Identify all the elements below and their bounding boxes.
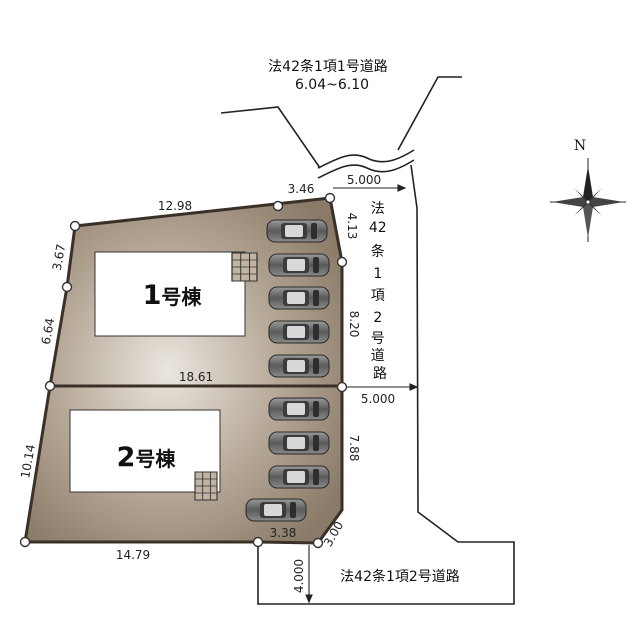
dim-north-west: 12.98 bbox=[158, 199, 192, 213]
road-lines bbox=[220, 76, 515, 605]
dim-middle-divider: 18.61 bbox=[179, 370, 213, 384]
car-icon bbox=[266, 219, 328, 243]
dim-south-road-width: 4.000 bbox=[292, 559, 306, 593]
house-1-stair bbox=[231, 252, 258, 282]
top-road-width: 6.04~6.10 bbox=[295, 77, 369, 93]
survey-points bbox=[19, 192, 348, 549]
survey-point bbox=[336, 256, 348, 268]
car-icon bbox=[268, 465, 330, 489]
survey-point bbox=[336, 381, 348, 393]
survey-point bbox=[272, 200, 284, 212]
dimension-labels: 12.98 3.46 5.000 4.13 3.67 6.64 8.20 18.… bbox=[18, 173, 395, 593]
car-icon bbox=[268, 253, 330, 277]
dim-east-upper: 4.13 bbox=[345, 213, 359, 240]
top-road-break-2 bbox=[317, 159, 415, 179]
car-icon bbox=[268, 431, 330, 455]
survey-point bbox=[324, 192, 336, 204]
house-1-footprint bbox=[94, 251, 246, 337]
dim-west-upper-b: 6.64 bbox=[39, 317, 57, 346]
east-road-outline bbox=[257, 164, 515, 605]
house-2-stair bbox=[194, 471, 218, 501]
car-icon bbox=[268, 286, 330, 310]
car-icon bbox=[268, 354, 330, 378]
survey-point bbox=[252, 536, 264, 548]
dim-top-road-width: 5.000 bbox=[347, 173, 381, 187]
car-icon bbox=[268, 397, 330, 421]
compass-icon bbox=[550, 158, 626, 242]
survey-point bbox=[312, 537, 324, 549]
survey-point bbox=[69, 220, 81, 232]
survey-point bbox=[61, 281, 73, 293]
survey-point bbox=[44, 380, 56, 392]
car-icon bbox=[268, 320, 330, 344]
dim-corner-cut-a: 3.38 bbox=[270, 526, 297, 540]
house-2-label: 2号棟 bbox=[117, 442, 177, 473]
dim-south-edge: 14.79 bbox=[116, 548, 150, 562]
north-label: N bbox=[574, 138, 586, 154]
south-road-label: 法42条1項2号道路 bbox=[340, 568, 460, 585]
survey-point bbox=[19, 536, 31, 548]
dim-west-lower: 10.14 bbox=[18, 443, 38, 479]
top-road-east-edge bbox=[397, 76, 462, 151]
dim-east-road-width: 5.000 bbox=[361, 392, 395, 406]
dim-east-lot1: 8.20 bbox=[347, 311, 361, 338]
top-road-break bbox=[317, 149, 415, 169]
road-width-arrows bbox=[305, 184, 419, 604]
top-road-label: 法42条1項1号道路 bbox=[268, 58, 388, 75]
dim-north-corner: 3.46 bbox=[288, 182, 315, 196]
top-road-west-edge bbox=[220, 106, 321, 169]
car-icon bbox=[245, 498, 307, 522]
house-1-label: 1号棟 bbox=[143, 280, 203, 311]
dim-east-lot2: 7.88 bbox=[347, 435, 361, 462]
east-road-label: 法 42 条 1 項 2 号 道 路 bbox=[369, 201, 391, 382]
dim-west-upper-a: 3.67 bbox=[50, 243, 68, 272]
